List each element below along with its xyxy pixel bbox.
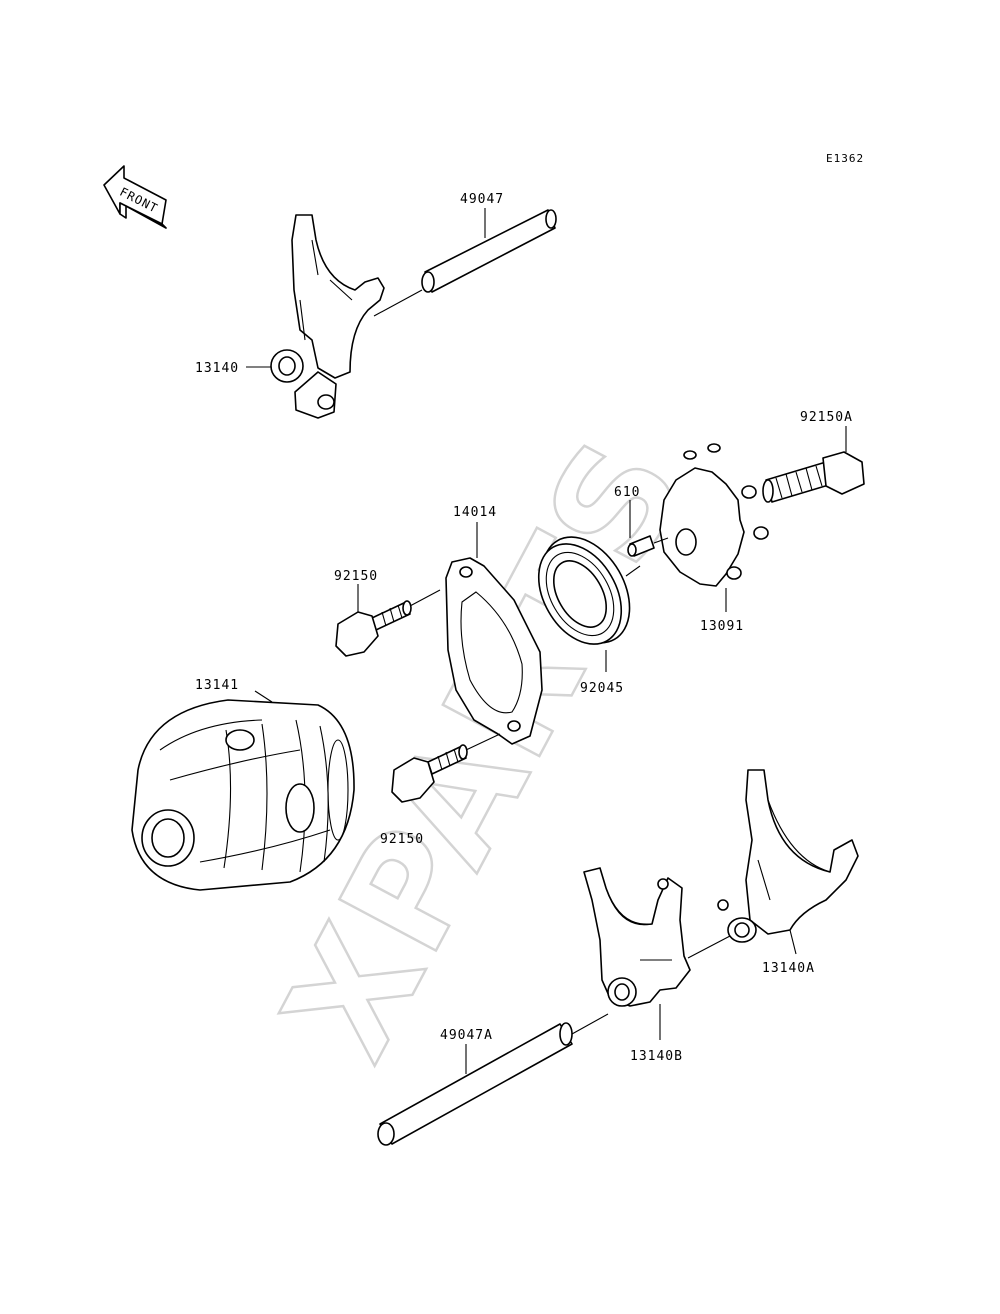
part-label-92150-top: 92150 xyxy=(334,569,378,584)
bolt-92150-bottom: 92150 xyxy=(380,733,501,847)
bolt-92150-top: 92150 xyxy=(334,569,441,657)
shift-fork-13140B: 13140B xyxy=(583,867,731,1064)
part-label-49047: 49047 xyxy=(460,192,504,207)
front-arrow-icon: FRONT xyxy=(103,165,167,229)
drum-cam-13091: 13091 xyxy=(659,443,769,634)
shaft-49047: 49047 xyxy=(373,192,557,317)
part-label-13091: 13091 xyxy=(700,619,744,634)
bearing-92045: 92045 xyxy=(537,536,641,696)
holder-14014: 14014 xyxy=(445,505,543,745)
shift-fork-13140: 13140 xyxy=(195,214,385,419)
shift-drum-13141: 13141 xyxy=(131,678,355,891)
part-label-13140: 13140 xyxy=(195,361,239,376)
diagram-code: E1362 xyxy=(826,152,864,165)
part-label-14014: 14014 xyxy=(453,505,497,520)
part-label-92150A: 92150A xyxy=(800,410,853,425)
part-label-92045: 92045 xyxy=(580,681,624,696)
shaft-49047A: 49047A xyxy=(377,1013,609,1146)
part-label-92150-bottom: 92150 xyxy=(380,832,424,847)
shift-fork-13140A: 13140A xyxy=(717,769,859,976)
part-label-610: 610 xyxy=(614,485,640,500)
part-label-49047A: 49047A xyxy=(440,1028,493,1043)
pin-610: 610 xyxy=(614,485,669,557)
part-label-13141: 13141 xyxy=(195,678,239,693)
part-label-13140A: 13140A xyxy=(762,961,815,976)
part-label-13140B: 13140B xyxy=(630,1049,683,1064)
bolt-92150A: 92150A xyxy=(762,410,865,503)
